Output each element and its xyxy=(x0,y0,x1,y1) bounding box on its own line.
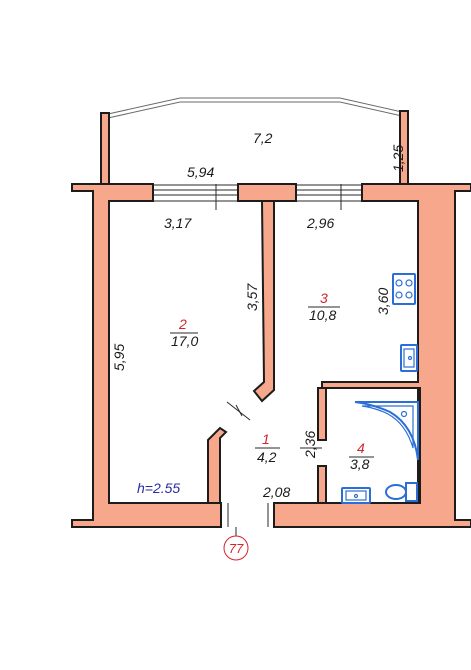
room-1-number: 1 xyxy=(262,431,270,447)
entrance-door-jambs xyxy=(227,503,269,527)
balcony-railing xyxy=(107,97,403,119)
washbasin-icon xyxy=(341,487,371,504)
dim-balcony-depth: 1,25 xyxy=(390,145,406,172)
balcony-area: 7,2 xyxy=(253,130,273,146)
room-3-area: 10,8 xyxy=(309,307,336,323)
room-4-number: 4 xyxy=(357,440,365,456)
room-4-area: 3,8 xyxy=(350,456,370,472)
apartment-number-badge: 77 xyxy=(223,527,249,561)
room-2-number: 2 xyxy=(178,316,187,332)
window-left xyxy=(153,184,238,202)
dim-room3-depth: 3,60 xyxy=(375,288,391,315)
dim-partition-length: 3,57 xyxy=(244,283,260,311)
bathtub-icon xyxy=(354,401,419,461)
room-2-area: 17,0 xyxy=(171,333,198,349)
door-swing-icon xyxy=(226,401,251,421)
window-right xyxy=(296,184,362,202)
ceiling-height: h=2.55 xyxy=(137,480,180,496)
dim-bath-depth: 2,36 xyxy=(302,431,318,459)
dimension-lines xyxy=(215,184,342,449)
toilet-icon xyxy=(385,482,418,502)
dim-window-wall: 5,94 xyxy=(187,164,214,180)
dim-room3-width: 2,96 xyxy=(306,215,334,231)
stove-icon xyxy=(392,273,416,305)
walls xyxy=(71,110,471,528)
dim-room2-length: 5,95 xyxy=(111,344,127,371)
apartment-number: 77 xyxy=(229,541,244,556)
room-3-number: 3 xyxy=(320,290,328,306)
sink-icon xyxy=(400,344,418,372)
room-1-area: 4,2 xyxy=(257,449,277,465)
dim-room2-width: 3,17 xyxy=(164,215,192,231)
dim-hall-width: 2,08 xyxy=(262,484,290,500)
